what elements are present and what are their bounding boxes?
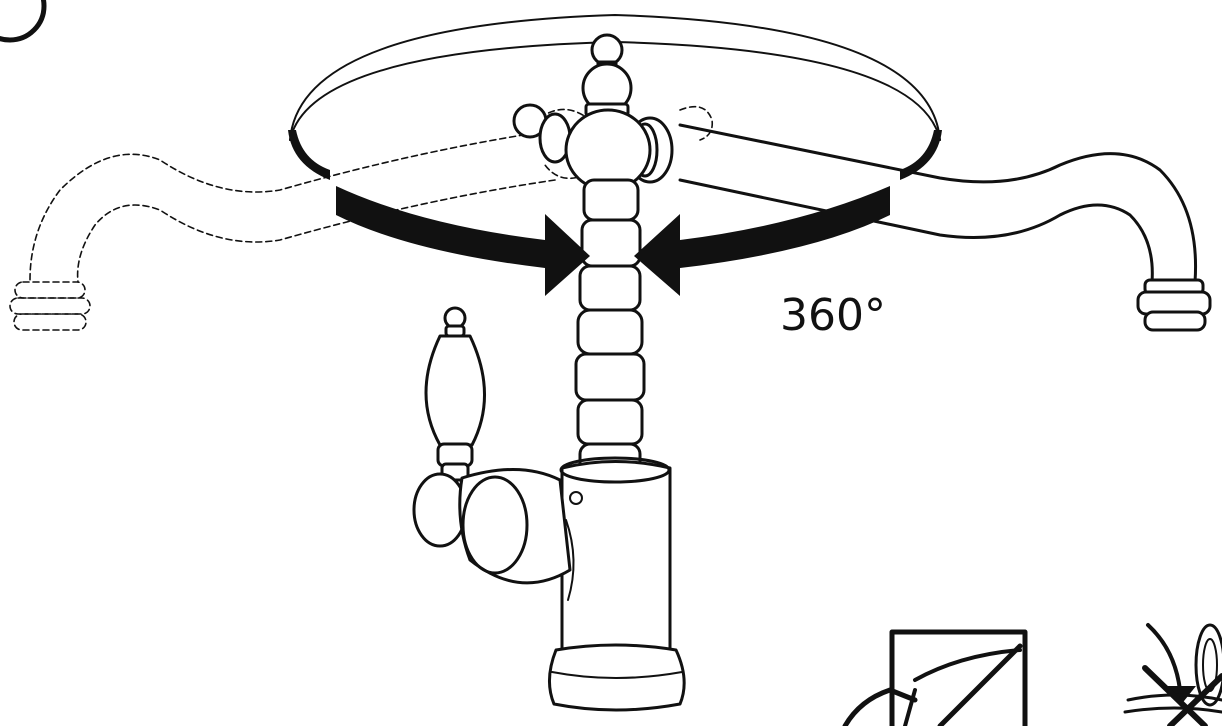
no-abrasive-sponge-icon <box>1123 623 1222 726</box>
ghost-spout <box>9 105 714 331</box>
rotation-arrow-left-icon <box>336 186 590 296</box>
rotation-arrow-right-icon <box>634 186 890 296</box>
rotation-angle-label: 360° <box>780 290 886 341</box>
lever-handle <box>412 306 572 585</box>
soft-cloth-wipe-icon <box>842 629 1028 726</box>
step-number-badge-icon <box>0 0 47 43</box>
faucet-icon <box>512 33 686 712</box>
spout <box>626 116 1212 332</box>
